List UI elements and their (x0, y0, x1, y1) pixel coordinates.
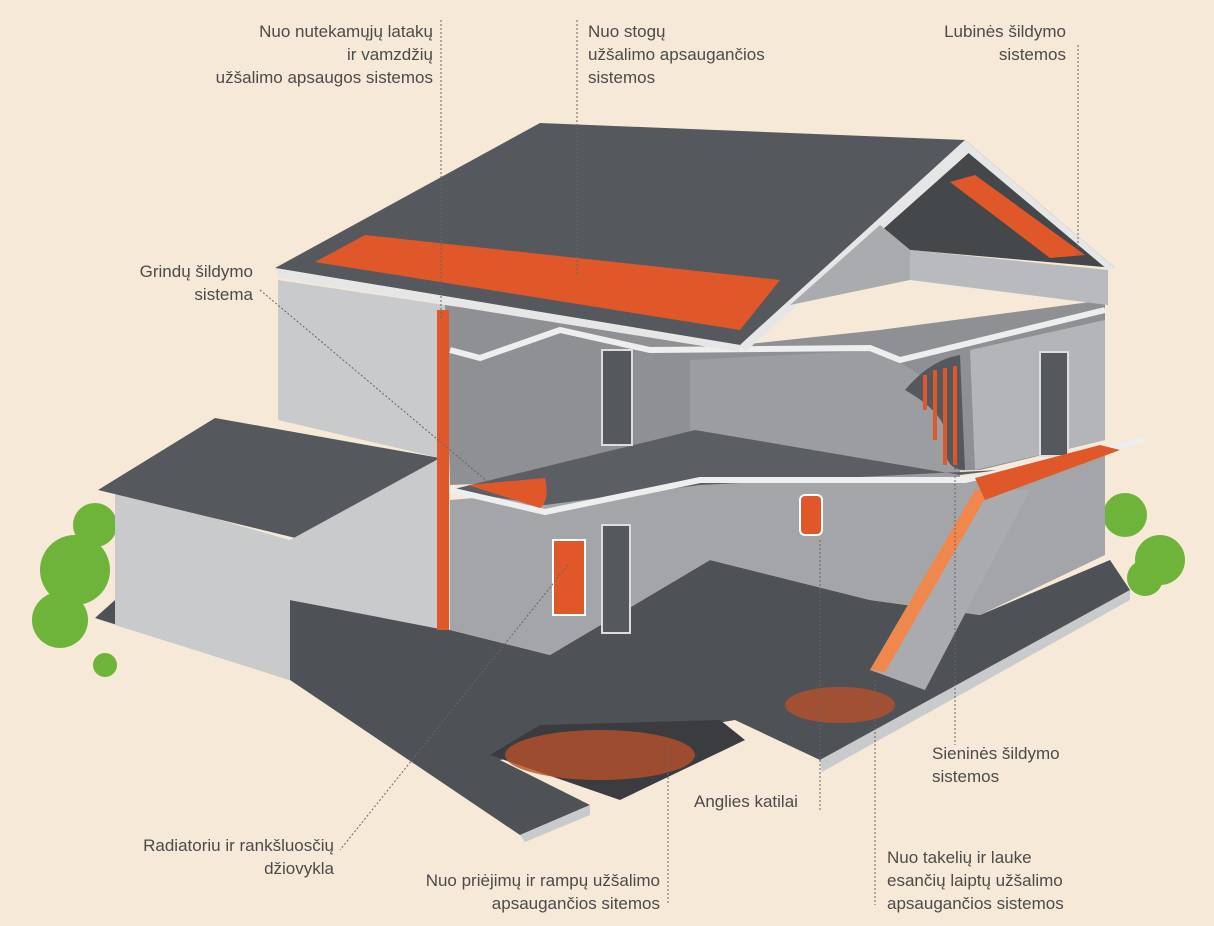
downpipe (437, 310, 449, 630)
label-line: Nuo priėjimų ir rampų užšalimo (425, 871, 660, 890)
label-wall: Sieninės šildymo sistemos (932, 742, 1060, 788)
label-line: apsaugančios sitemos (491, 894, 660, 913)
door (601, 349, 633, 446)
label-line: sistemos (998, 45, 1066, 64)
roof-heating (315, 235, 780, 330)
label-line: Radiatoriu ir rankšluosčių (143, 836, 334, 855)
label-line: sistemos (932, 767, 1000, 786)
label-line: Sieninės šildymo (932, 744, 1060, 763)
label-paths: Nuo takelių ir lauke esančių laiptų užšal… (887, 846, 1064, 915)
bushes (32, 493, 1185, 677)
attic-wall (790, 225, 910, 305)
label-ramps: Nuo priėjimų ir rampų užšalimo apsauganči… (426, 869, 660, 915)
ground-slab (95, 560, 1130, 835)
label-line: Anglies katilai (694, 792, 798, 811)
label-line: Nuo nutekamųjų latakų (259, 22, 433, 41)
label-gutters: Nuo nutekamųjų latakų ir vamzdžių užšalimo… (216, 20, 433, 89)
door (601, 524, 631, 634)
label-floor: Grindų šildymo sistema (140, 260, 253, 306)
label-radiator: Radiatoriu ir rankšluosčių džiovykla (143, 834, 334, 880)
label-line: sistema (194, 285, 253, 304)
path-slab-edge (820, 590, 1130, 772)
middle-floor (450, 430, 1000, 505)
ramp-heating-coil (505, 730, 695, 780)
floor-heating (468, 478, 547, 508)
ramp-slab-edge (520, 805, 590, 842)
upper-right-wall (970, 320, 1105, 470)
wall-heating (923, 366, 957, 465)
main-roof (275, 123, 965, 345)
door (1039, 351, 1069, 457)
left-wall (278, 280, 445, 630)
label-line: džiovykla (264, 859, 334, 878)
attic-back-wall (910, 250, 1108, 305)
label-roof: Nuo stogų užšalimo apsaugančios sistemos (588, 20, 765, 89)
outdoor-stairs (870, 445, 1120, 690)
ceiling-heating (950, 175, 1085, 258)
label-line: užšalimo apsaugančios (588, 45, 765, 64)
label-ceiling: Lubinės šildymo sistemos (944, 20, 1066, 66)
ceiling-edge (449, 307, 1106, 364)
label-line: apsaugančios sistemos (887, 894, 1064, 913)
boiler (799, 494, 823, 536)
label-line: užšalimo apsaugos sistemos (215, 68, 433, 87)
path-heating-coil (785, 687, 895, 723)
label-line: ir vamzdžių (347, 45, 433, 64)
radiator (552, 539, 586, 616)
label-boiler: Anglies katilai (694, 790, 798, 813)
label-line: esančių laiptų užšalimo (887, 871, 1063, 890)
leader-lines (259, 20, 1079, 905)
roof-edge-front (275, 268, 740, 352)
label-line: Nuo stogų (588, 22, 666, 41)
label-line: Lubinės šildymo (944, 22, 1066, 41)
label-line: Nuo takelių ir lauke (887, 848, 1032, 867)
label-line: Grindų šildymo (139, 262, 253, 281)
label-line: sistemos (588, 68, 656, 87)
garage-wall (115, 490, 290, 680)
